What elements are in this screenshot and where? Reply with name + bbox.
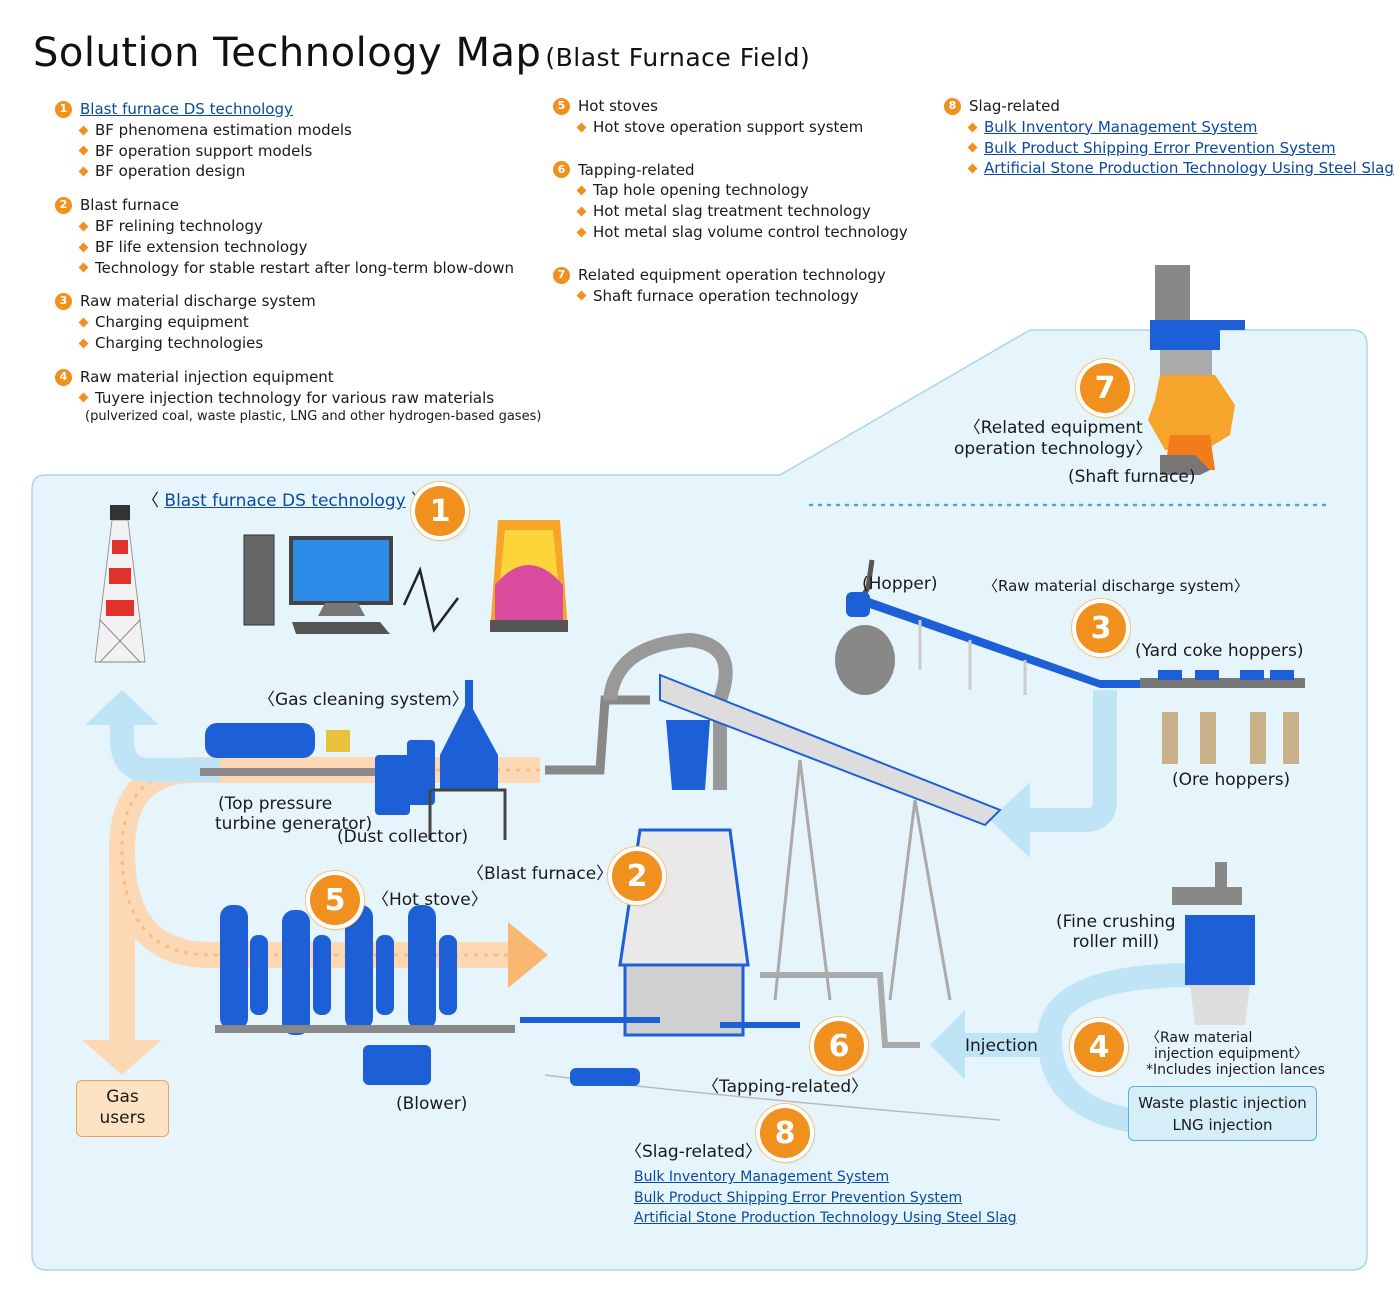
number-circle-5: 5 [310, 875, 360, 925]
legend-title: Tapping-related [578, 160, 695, 179]
legend-section-2: 2 Blast furnace BF relining technology BF… [55, 195, 541, 278]
exhaust-arrowhead [85, 690, 159, 725]
number-badge: 7 [553, 266, 570, 284]
link-bulk-inventory[interactable]: Bulk Inventory Management System [984, 117, 1258, 136]
fine-crushing-label: (Fine crushing roller mill) [1056, 912, 1176, 952]
hopper-label: (Hopper) [862, 574, 938, 594]
gas-cleaning-label: 〈Gas cleaning system〉 [258, 690, 469, 710]
blast-furnace-label: 〈Blast furnace〉 [467, 864, 614, 884]
injection-arrowhead [930, 1010, 965, 1080]
injection-box: Waste plastic injection LNG injection [1128, 1086, 1317, 1141]
number-badge: 6 [553, 161, 570, 179]
gas-flow-arrowhead-right [508, 922, 548, 988]
legend-item: BF relining technology [80, 216, 541, 237]
link-artificial-stone[interactable]: Artificial Stone Production Technology U… [984, 159, 1394, 178]
dust-collector-label: (Dust collector) [337, 827, 469, 847]
legend-title: Related equipment operation technology [578, 265, 886, 284]
legend-column-1: 1 Blast furnace DS technology BF phenomen… [55, 99, 541, 438]
legend-item: Charging equipment [80, 312, 541, 333]
legend-section-3: 3 Raw material discharge system Charging … [55, 291, 541, 353]
number-circle-2: 2 [612, 851, 662, 901]
legend-column-3: 8 Slag-related Bulk Inventory Management … [944, 96, 1394, 192]
shaft-furnace-illustration [1148, 265, 1245, 475]
legend-item: Tuyere injection technology for various … [80, 388, 541, 409]
legend-item: Hot stove operation support system [578, 117, 908, 138]
number-circle-3: 3 [1076, 603, 1126, 653]
number-badge: 5 [553, 97, 570, 115]
gas-users-arrowhead [82, 1040, 162, 1075]
legend-item: BF phenomena estimation models [80, 120, 541, 141]
link-ds-technology[interactable]: Blast furnace DS technology [164, 491, 406, 511]
injection-loop [1037, 963, 1196, 1132]
legend-title: Blast furnace [80, 196, 179, 215]
number-circle-1: 1 [415, 486, 465, 536]
number-circle-6: 6 [814, 1021, 864, 1071]
number-circle-8: 8 [760, 1108, 810, 1158]
ds-label: 〈 Blast furnace DS technology 〉 [142, 491, 428, 511]
number-circle-4: 4 [1074, 1022, 1124, 1072]
link-shipping-error-2[interactable]: Bulk Product Shipping Error Prevention S… [634, 1189, 963, 1206]
page-subtitle: (Blast Furnace Field) [545, 43, 811, 72]
slag-links: Bulk Inventory Management System Bulk Pr… [634, 1167, 1017, 1229]
legend-title: Raw material discharge system [80, 292, 316, 311]
legend-item: BF life extension technology [80, 237, 541, 258]
legend-column-2: 5 Hot stoves Hot stove operation support … [553, 96, 908, 319]
slag-label: 〈Slag-related〉 [625, 1142, 762, 1162]
link-blast-furnace-ds[interactable]: Blast furnace DS technology [80, 100, 293, 118]
gas-users-box: Gas users [76, 1080, 169, 1137]
legend-section-5: 5 Hot stoves Hot stove operation support … [553, 96, 908, 138]
number-badge: 8 [944, 97, 961, 115]
legend-item: BF operation design [80, 161, 541, 182]
legend-item: Tap hole opening technology [578, 180, 908, 201]
number-badge: 3 [55, 293, 72, 311]
page-title: Solution Technology Map(Blast Furnace Fi… [33, 30, 811, 76]
roller-mill-illustration [1172, 862, 1255, 1025]
raw-injection-label: 〈Raw material injection equipment〉 *Incl… [1146, 1030, 1325, 1078]
shaft-furnace-label: (Shaft furnace) [1068, 467, 1196, 487]
legend-note: (pulverized coal, waste plastic, LNG and… [85, 409, 542, 425]
legend-title: Raw material injection equipment [80, 367, 334, 386]
legend-section-1: 1 Blast furnace DS technology BF phenomen… [55, 99, 541, 182]
related-equipment-label: 〈Related equipment operation technology〉 [954, 418, 1153, 459]
hot-stove-illustration [215, 905, 515, 1085]
injection-label: Injection [965, 1036, 1038, 1056]
legend-item: Shaft furnace operation technology [578, 286, 908, 307]
legend-title: Hot stoves [578, 97, 658, 115]
legend-item: Charging technologies [80, 333, 541, 354]
legend-item: BF operation support models [80, 141, 541, 162]
number-badge: 1 [55, 100, 72, 118]
charging-arrow [1030, 690, 1117, 832]
tapping-label: 〈Tapping-related〉 [702, 1077, 869, 1097]
charging-arrowhead [990, 782, 1030, 858]
blower-label: (Blower) [396, 1094, 468, 1114]
ore-hoppers-label: (Ore hoppers) [1172, 770, 1291, 790]
computer-illustration [243, 534, 459, 634]
exhaust-arrow [110, 725, 220, 782]
gas-cleaning-illustration [200, 680, 650, 840]
yard-coke-label: (Yard coke hoppers) [1135, 641, 1304, 661]
number-circle-7: 7 [1080, 363, 1130, 413]
top-pressure-label: (Top pressure turbine generator) [215, 794, 373, 834]
chimney-illustration [94, 505, 146, 663]
conveyor-illustration [835, 559, 1305, 764]
link-artificial-stone-2[interactable]: Artificial Stone Production Technology U… [634, 1210, 1017, 1226]
legend-section-6: 6 Tapping-related Tap hole opening techno… [553, 160, 908, 243]
raw-discharge-label: 〈Raw material discharge system〉 [983, 577, 1249, 595]
legend-item: Hot metal slag volume control technology [578, 222, 908, 243]
legend-item: Hot metal slag treatment technology [578, 201, 908, 222]
legend-section-4: 4 Raw material injection equipment Tuyere… [55, 367, 541, 426]
hot-stove-label: 〈Hot stove〉 [372, 890, 488, 910]
link-bulk-inventory-2[interactable]: Bulk Inventory Management System [634, 1169, 890, 1185]
link-shipping-error[interactable]: Bulk Product Shipping Error Prevention S… [984, 138, 1336, 157]
legend-item: Technology for stable restart after long… [80, 258, 541, 279]
number-badge: 4 [55, 368, 72, 386]
furnace-model-illustration [490, 520, 568, 632]
legend-title: Slag-related [969, 97, 1060, 115]
legend-section-8: 8 Slag-related Bulk Inventory Management … [944, 96, 1394, 179]
number-badge: 2 [55, 197, 72, 215]
